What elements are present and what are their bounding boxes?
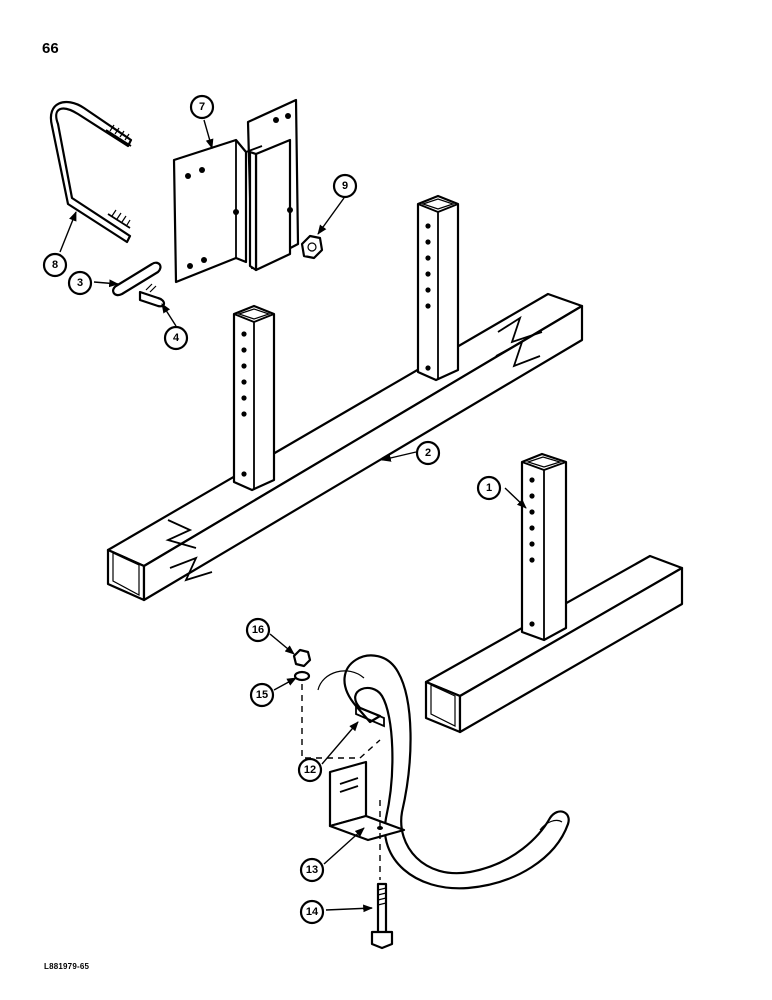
callout-1-label: 1: [486, 482, 492, 494]
callout-15: 15: [249, 682, 275, 708]
callout-16: 16: [245, 617, 271, 643]
toolbar-beam: [106, 194, 584, 602]
angle-bracket: [328, 760, 406, 842]
callout-12: 12: [297, 757, 323, 783]
u-bolt: [49, 100, 133, 244]
callout-2-label: 2: [425, 447, 431, 459]
callout-13-label: 13: [306, 864, 318, 876]
callout-14: 14: [299, 899, 325, 925]
page-number: 66: [42, 40, 59, 57]
hex-nut: [300, 234, 324, 260]
cotter-pin: [138, 283, 166, 308]
callout-4-label: 4: [173, 332, 180, 344]
callout-8: 8: [42, 252, 68, 278]
callout-8-label: 8: [52, 259, 58, 271]
callout-3-label: 3: [77, 277, 83, 289]
pin: [112, 261, 162, 297]
mounting-bracket: [172, 98, 300, 284]
callout-9: 9: [332, 173, 358, 199]
callout-14-label: 14: [306, 906, 319, 918]
callout-4: 4: [163, 325, 189, 351]
callout-9-label: 9: [342, 180, 348, 192]
callout-7-label: 7: [199, 101, 205, 113]
bolt: [370, 882, 394, 950]
callout-13: 13: [299, 857, 325, 883]
callout-15-label: 15: [256, 689, 268, 701]
lock-washer: [293, 670, 311, 682]
nut-small: [292, 648, 312, 668]
callout-2: 2: [415, 440, 441, 466]
t-stand: [424, 452, 684, 734]
callout-16-label: 16: [252, 624, 264, 636]
reference-code: L881979-65: [44, 962, 90, 971]
callout-3: 3: [67, 270, 93, 296]
callout-12-label: 12: [304, 764, 316, 776]
callout-1: 1: [476, 475, 502, 501]
callout-7: 7: [189, 94, 215, 120]
